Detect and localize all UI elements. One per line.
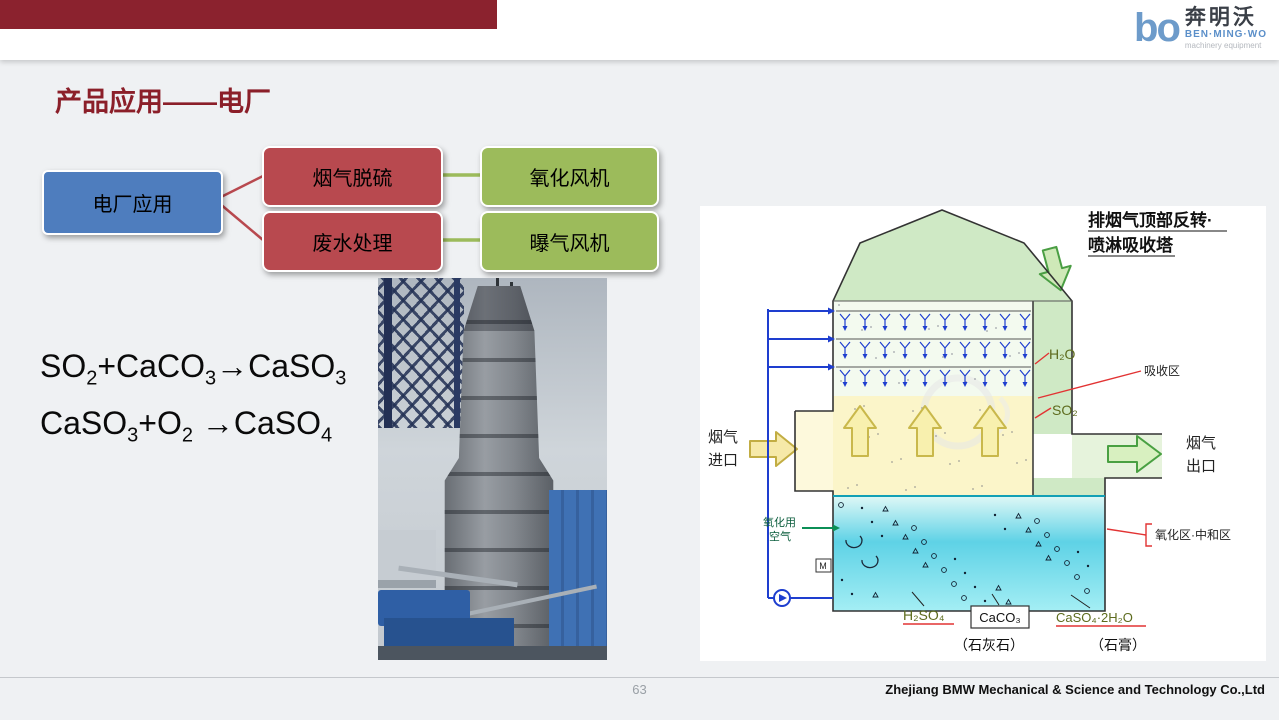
label-oxidation-zone: 氧化区·中和区 [1155, 527, 1231, 542]
label-limestone: （石灰石） [954, 637, 1024, 653]
gas-reversal-arrow [1038, 245, 1072, 292]
slurry-bubbles [838, 502, 1090, 605]
gas-up-arrows [843, 405, 1007, 457]
brand-logo: bo 奔明沃 BEN·MING·WO machinery equipment [1134, 4, 1267, 52]
label-caso4: CaSO₄·2H₂O [1056, 610, 1133, 625]
flue-gas-outlet-arrow [1107, 435, 1162, 473]
spray-banks [836, 310, 1031, 387]
diagram-title-line1: 排烟气顶部反转· [1088, 210, 1213, 230]
agitation-swirl [845, 535, 863, 549]
label-caco3: CaCO₃ [979, 610, 1020, 625]
equation-line: CaSO3+O2 →CaSO4 [40, 405, 333, 447]
flowchart-node-wastewater: 废水处理 [262, 211, 443, 272]
label-agitator: M [819, 561, 827, 571]
label-flue-out-2: 出口 [1186, 458, 1216, 475]
brand-tagline: machinery equipment [1184, 40, 1262, 50]
fgd-diagram-panel: 排烟气顶部反转· 喷淋吸收塔 H₂O SO₂ 吸收区 氧化区·中和区 烟气 进口… [700, 206, 1266, 661]
tower-roof [833, 210, 1072, 301]
label-h2o: H₂O [1049, 346, 1076, 362]
diagram-title-line2: 喷淋吸收塔 [1088, 235, 1174, 255]
label-so2: SO₂ [1052, 402, 1078, 418]
caco3-box [970, 605, 1030, 629]
fgd-process-diagram: 排烟气顶部反转· 喷淋吸收塔 H₂O SO₂ 吸收区 氧化区·中和区 烟气 进口… [708, 209, 1231, 653]
flowchart-node-aeration-blower: 曝气风机 [480, 211, 659, 272]
page-number: 63 [632, 682, 647, 697]
label-flue-out-1: 烟气 [1186, 435, 1216, 452]
label-flue-in-1: 烟气 [708, 429, 738, 446]
mist-droplets [838, 304, 1027, 491]
flowchart-node-oxidation-blower: 氧化风机 [480, 146, 659, 207]
brand-name-cn: 奔明沃 [1184, 5, 1257, 29]
blue-building [549, 490, 607, 660]
label-gypsum: （石膏） [1090, 637, 1146, 653]
brand-name-en: BEN·MING·WO [1184, 28, 1267, 40]
header-accent-bar [0, 0, 497, 29]
flue-gas-inlet-arrow [749, 431, 798, 467]
equation-line: SO2+CaCO3→CaSO3 [40, 348, 347, 390]
brand-logo-mark: bo [1134, 6, 1181, 50]
page-title: 产品应用——电厂 [55, 87, 271, 117]
label-absorption-zone: 吸收区 [1144, 364, 1180, 378]
label-flue-in-2: 进口 [708, 452, 738, 469]
zone-leader-lines [903, 352, 1152, 627]
flowchart-node-power-plant: 电厂应用 [42, 170, 223, 235]
company-name: Zhejiang BMW Mechanical & Science and Te… [885, 682, 1265, 697]
label-h2so4: H₂SO₄ [903, 607, 945, 623]
footer-divider [0, 677, 1279, 678]
tower-photo [378, 278, 607, 660]
brand-logo-text: 奔明沃 BEN·MING·WO machinery equipment [1185, 6, 1267, 51]
recirculation-pipes [767, 309, 833, 599]
ground [378, 646, 607, 660]
slurry-pool [833, 496, 1105, 611]
flowchart-node-desulfurization: 烟气脱硫 [262, 146, 443, 207]
label-air-1: 氧化用 [763, 515, 796, 529]
steel-lattice [378, 278, 464, 428]
shed [378, 530, 436, 588]
header-bar: bo 奔明沃 BEN·MING·WO machinery equipment [0, 0, 1279, 60]
agitation-swirl [861, 555, 879, 569]
label-air-2: 空气 [769, 529, 791, 543]
agitator-box [815, 558, 832, 573]
spray-zone [833, 301, 1033, 396]
